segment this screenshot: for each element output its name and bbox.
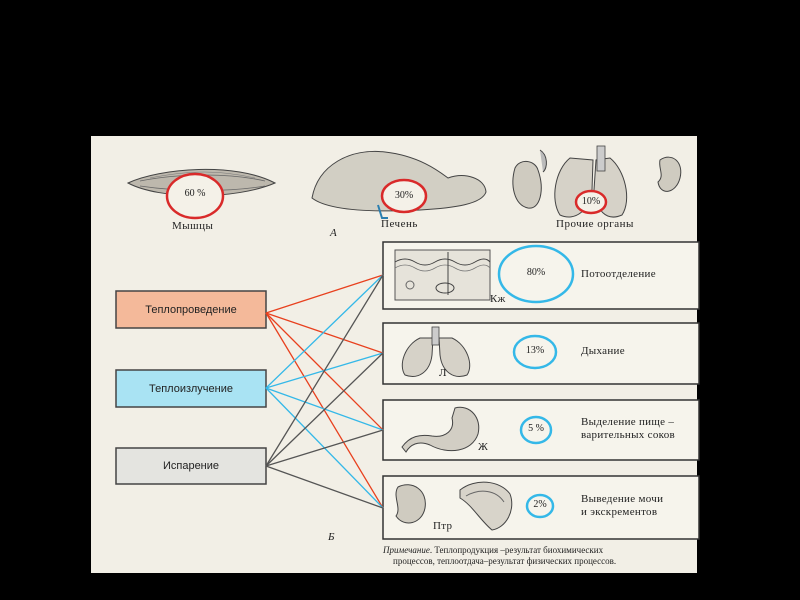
radiation-box: Теплоизлучение — [148, 382, 233, 395]
skin-illustration — [394, 249, 491, 301]
excretion-percent: 2% — [533, 499, 547, 510]
digestive-label-line2: варительных соков — [581, 429, 676, 441]
other-organs-illustration — [512, 145, 682, 218]
excretion-label-line2: и экскрементов — [581, 506, 658, 518]
stomach-letter: Ж — [478, 441, 489, 453]
evaporation-box: Испарение — [162, 460, 220, 472]
note-line1: Примечание. Теплопродукция –результат би… — [383, 545, 603, 556]
kidney-intestine-illustration — [395, 481, 513, 531]
mechanism-box-bg-2 — [115, 447, 267, 485]
note-prefix: Примечание — [383, 545, 430, 555]
mechanism-box-bg-0 — [115, 290, 267, 329]
digestive-percent: 5 % — [528, 423, 544, 434]
note-text-1: . Теплопродукция –результат биохимически… — [429, 545, 604, 555]
breathing-label: Дыхание — [581, 345, 625, 357]
mechanism-box-bg-1 — [115, 369, 267, 408]
lungs-letter: Л — [439, 367, 447, 379]
excretion-label-line1: Выведение мочи — [581, 493, 664, 505]
section-letter-a: А — [330, 227, 338, 239]
other-organs-label: Прочие органы — [556, 218, 634, 230]
note-line2: процессов, теплоотдача–результат физичес… — [393, 556, 617, 566]
section-letter-b: Б — [328, 531, 335, 543]
stomach-illustration — [401, 406, 480, 453]
route-percent-circles — [497, 244, 575, 519]
digestive-label-line1: Выделение пище – — [581, 416, 675, 428]
conduction-box: Теплопроведение — [145, 303, 237, 316]
liver-percent: 30% — [394, 190, 414, 201]
sweating-percent: 80% — [526, 267, 546, 278]
muscle-label: Мышцы — [172, 220, 214, 232]
connection-lines — [265, 274, 384, 509]
skin-letter: Кж — [490, 293, 506, 305]
other-organs-percent: 10% — [581, 196, 601, 207]
muscle-percent: 60 % — [184, 188, 206, 199]
lungs-illustration — [401, 326, 471, 377]
intestine-letter: Птр — [433, 520, 453, 532]
organ-percent-circles — [165, 172, 608, 220]
sweating-label: Потоотделение — [581, 268, 656, 280]
liver-label: Печень — [381, 218, 418, 230]
breathing-percent: 13% — [525, 345, 545, 356]
